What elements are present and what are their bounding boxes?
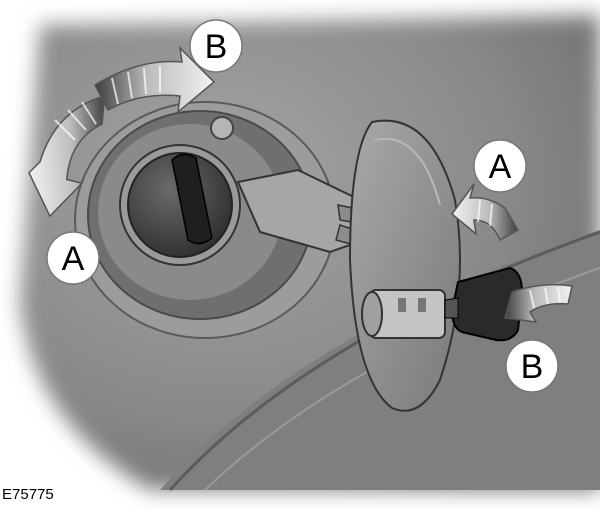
callout-a-right: A [473, 139, 527, 193]
svg-text:B: B [521, 348, 544, 386]
key-icon [444, 266, 524, 342]
svg-text:A: A [489, 148, 512, 186]
arrow-a-left [28, 94, 106, 218]
callout-a-left: A [46, 231, 100, 285]
arrow-a-right [450, 183, 520, 242]
arrow-b-right [504, 283, 573, 323]
figure-code: E75775 [2, 486, 54, 503]
filler-door [348, 119, 461, 412]
fuel-cap-icon [119, 144, 241, 266]
callout-b-right: B [505, 339, 559, 393]
arrow-b-top [94, 45, 216, 114]
svg-text:A: A [62, 240, 85, 278]
lock-cylinder-icon [361, 289, 446, 339]
svg-text:B: B [205, 28, 228, 66]
callout-b-top: B [189, 19, 243, 73]
bolt-icon [210, 116, 234, 140]
